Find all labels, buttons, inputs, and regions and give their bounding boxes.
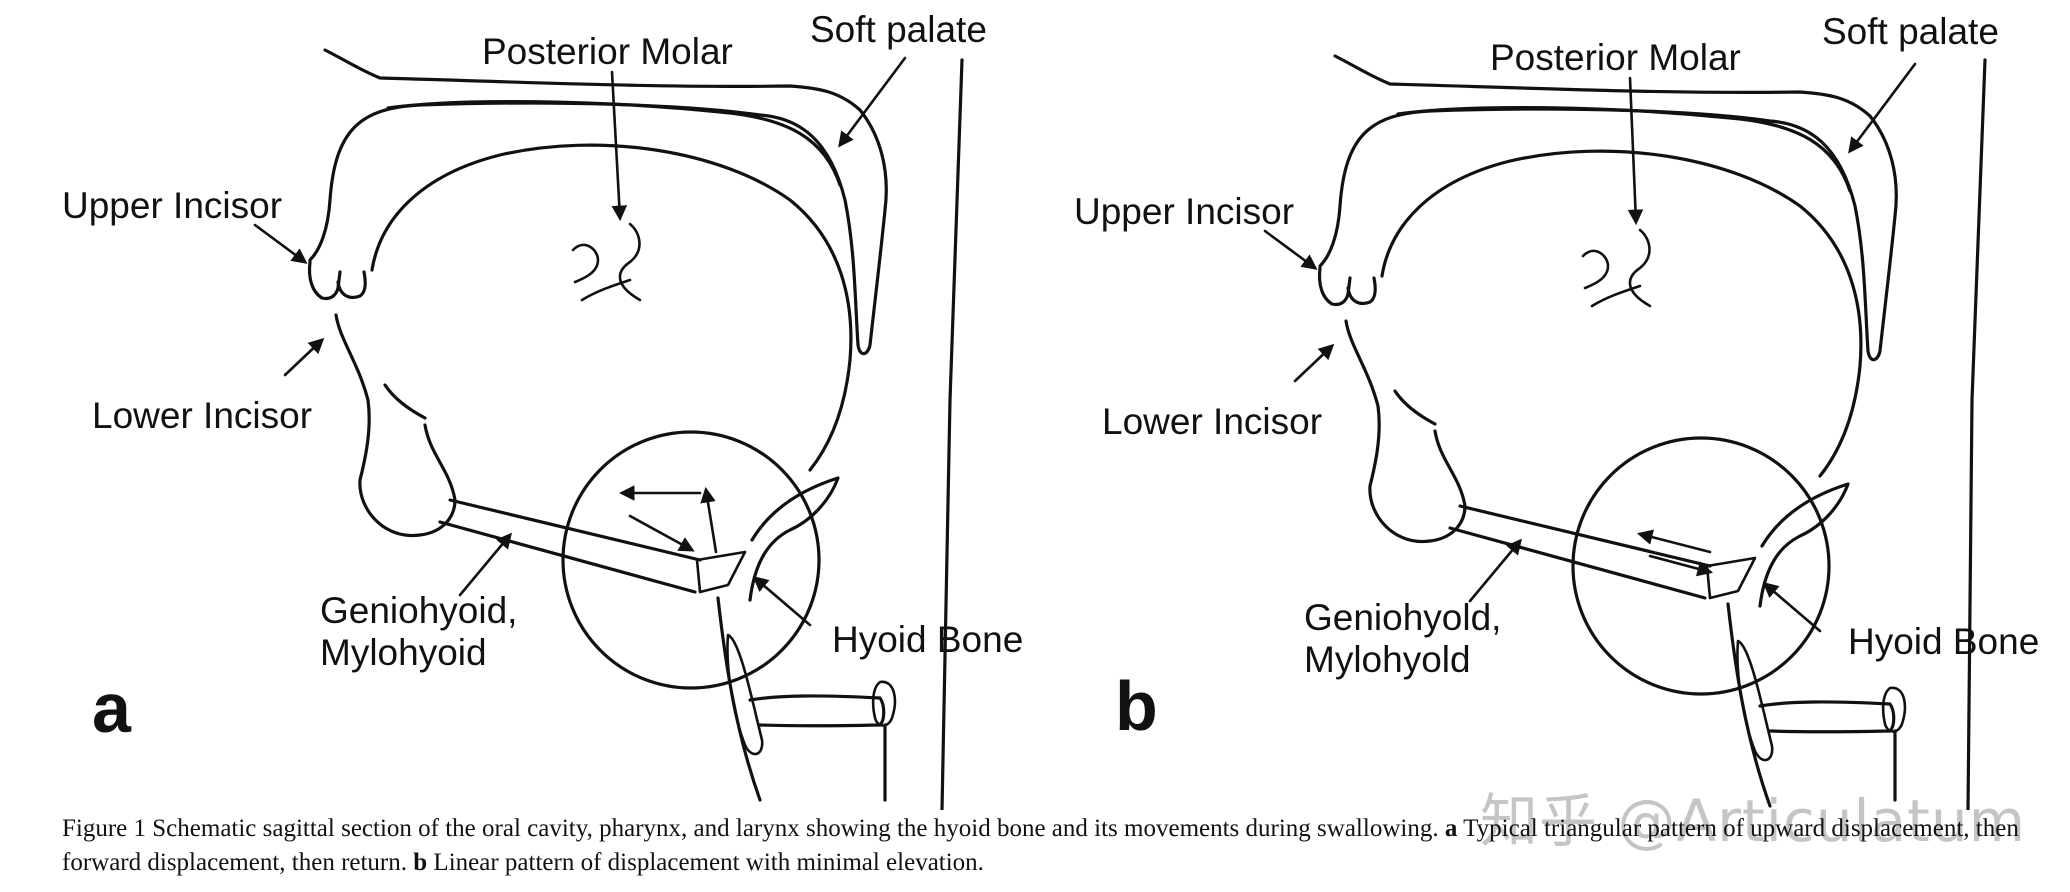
label-hyoid-bone: Hyoid Bone [1848,621,2039,662]
larynx-wall [716,596,762,802]
figure-caption: Figure 1 Schematic sagittal section of t… [62,812,2037,880]
label-geniohyoid-2: Mylohyoid [320,632,487,673]
label-posterior-molar: Posterior Molar [482,31,733,72]
panel-letter-b: b [1115,667,1158,745]
movement-arrow-return [628,514,695,552]
label-geniohyoid-1: Geniohyoid, [320,590,517,631]
leader-geniohyoid [1468,538,1522,603]
cricoid-end [871,680,897,727]
oral-cavity-arc [370,143,853,472]
hyoid-bone-shape [695,550,747,594]
label-upper-incisor: Upper Incisor [62,185,282,226]
cricoid [748,694,886,728]
hyoid-bone-shape [1705,556,1757,600]
leader-upper-incisor [1263,229,1318,270]
epiglottis [1758,482,1850,608]
hyoid-region-circle [1571,436,1831,696]
leader-geniohyoid [458,532,512,597]
cricoid-end [1881,686,1907,733]
leader-upper-incisor [253,223,308,264]
label-soft-palate: Soft palate [810,9,987,50]
soft-palate-inner [1396,106,1852,193]
leader-lower-incisor [283,337,325,377]
caption-b-text: Linear pattern of displacement with mini… [427,849,984,876]
leader-lower-incisor [1293,343,1335,383]
larynx-wall [1726,602,1772,808]
leader-hyoid-bone [1762,581,1822,633]
posterior-pharyngeal-wall [940,58,964,810]
movement-arrow-up [700,486,718,554]
skull-outline [308,48,888,356]
watermark: 知乎 @Articulatum [1480,787,2027,855]
leader-hyoid-bone [752,575,812,627]
geniohyoid-band [438,498,702,594]
label-lower-incisor: Lower Incisor [92,395,312,436]
posterior-molar-shape [1581,228,1652,308]
lower-incisor-shape [383,383,427,420]
cricoid [1758,700,1896,734]
upper-incisor-shape [307,260,367,301]
lower-jaw [1344,319,1467,544]
label-posterior-molar: Posterior Molar [1490,37,1741,78]
caption-b-letter: b [413,849,428,876]
upper-incisor-shape [1317,266,1377,307]
epiglottis [748,476,840,602]
label-geniohyoid-2: Mylohyold [1304,639,1471,680]
label-geniohyoid-1: Geniohyold, [1304,597,1501,638]
panel-letter-a: a [92,669,132,747]
caption-a-letter: a [1444,815,1458,842]
geniohyoid-band [1448,504,1712,600]
label-hyoid-bone: Hyoid Bone [832,619,1023,660]
label-lower-incisor: Lower Incisor [1102,401,1322,442]
label-soft-palate: Soft palate [1822,11,1999,52]
leader-posterior-molar [610,70,628,222]
caption-a-text: Typical triangular pattern of upward dis… [62,815,2019,876]
label-upper-incisor: Upper Incisor [1074,191,1294,232]
skull-outline [1318,54,1898,362]
soft-palate-inner [386,100,842,187]
posterior-molar-shape [571,222,642,302]
oral-cavity-arc [1380,149,1863,478]
panel-a: Posterior Molar Soft palate Upper Inciso… [62,9,1023,810]
posterior-pharyngeal-wall [1966,58,1987,810]
leader-posterior-molar [1627,76,1644,226]
leader-soft-palate [838,56,907,148]
movement-arrow-forward [1636,529,1712,554]
lower-incisor-shape [1393,389,1437,426]
caption-lead: Figure 1 Schematic sagittal section of t… [62,815,1445,842]
panel-b: Posterior Molar Soft palate Upper Inciso… [1074,11,2039,810]
hyoid-region-circle [561,430,821,690]
lower-jaw [334,313,457,538]
movement-arrow-return [1648,554,1714,577]
leader-soft-palate [1848,62,1917,154]
